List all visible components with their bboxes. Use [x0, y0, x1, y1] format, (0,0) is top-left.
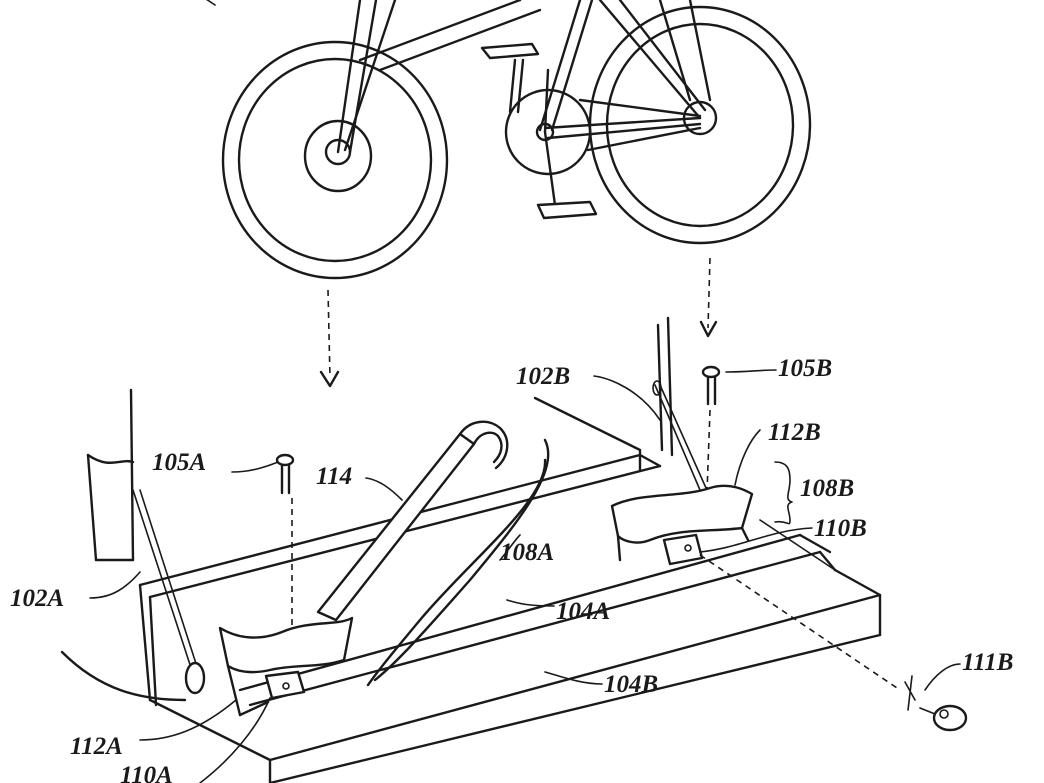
label-108a: 108A	[500, 539, 554, 566]
reference-labels: 102A 102B 104A 104B 105A 105B 108A 108B …	[10, 355, 1013, 783]
right-upright	[652, 316, 707, 491]
label-110a: 110A	[120, 762, 173, 783]
label-104a: 104A	[556, 598, 610, 625]
label-102b: 102B	[516, 363, 570, 390]
label-105b: 105B	[778, 355, 832, 382]
label-114: 114	[316, 463, 352, 490]
pin-105b	[701, 365, 721, 521]
label-110b: 110B	[814, 515, 867, 542]
label-105a: 105A	[152, 449, 206, 476]
left-upright	[60, 388, 206, 702]
leader-lines	[89, 369, 961, 783]
label-104b: 104B	[604, 671, 658, 698]
clamp-112a	[218, 616, 354, 717]
label-102a: 102A	[10, 585, 64, 612]
label-112b: 112B	[768, 419, 821, 446]
label-108b: 108B	[800, 475, 854, 502]
pin-105a	[275, 453, 295, 650]
left-wheel	[221, 40, 449, 280]
handle-114	[316, 420, 509, 622]
bike-frame	[206, 0, 712, 220]
clamp-112b	[610, 484, 901, 691]
bicycle	[206, 0, 812, 280]
label-111b: 111B	[962, 649, 1013, 676]
strap-108a	[366, 438, 550, 687]
placement-arrows	[319, 257, 718, 388]
connector-111b	[904, 675, 968, 732]
stand-base	[138, 396, 882, 783]
label-112a: 112A	[70, 733, 123, 760]
